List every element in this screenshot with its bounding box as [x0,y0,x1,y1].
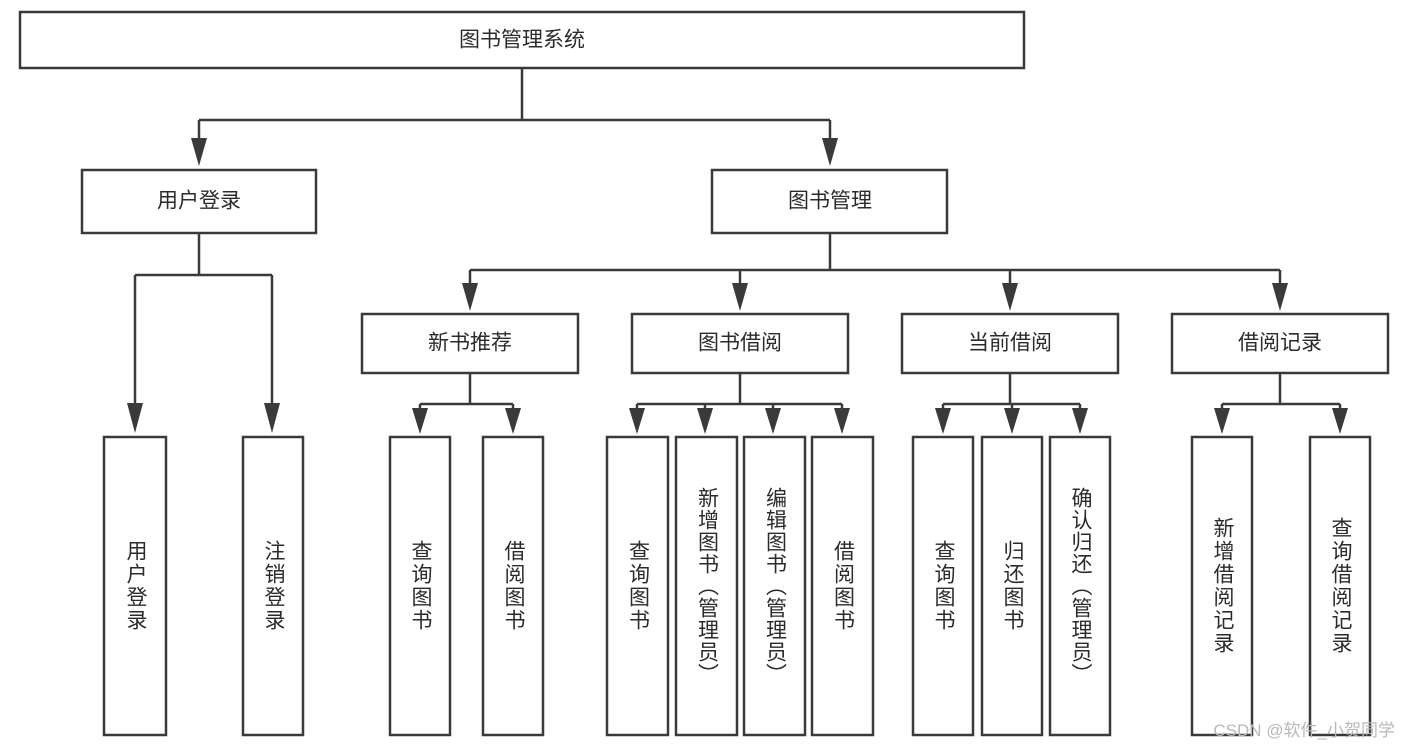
node-leaf-return-book-text-wrap: 归还图书 [1001,540,1024,632]
node-leaf-logout-login-label: 注销登录 [262,540,285,632]
node-leaf-query-book-1[interactable]: 查询图书 [388,435,452,737]
node-leaf-borrow-book-2-text-wrap: 借阅图书 [831,540,855,632]
arrowhead-book-management [822,138,838,166]
node-leaf-confirm-return[interactable]: 确认归还（管理员） [1048,435,1112,737]
node-leaf-borrow-book-1-label: 借阅图书 [502,540,525,632]
arrowhead-leaf-query-book-2 [629,408,645,434]
node-book-borrow[interactable]: 图书借阅 [630,312,850,375]
arrowhead-leaf-add-record [1214,408,1230,434]
node-leaf-add-book-label: 新增图书（管理员） [695,487,719,685]
node-leaf-edit-book-box[interactable] [742,435,807,737]
arrowhead-current-borrow [1002,283,1018,311]
node-new-book-recommend-label: 新书推荐 [428,332,512,355]
node-user-login-label: 用户登录 [157,190,241,213]
node-leaf-query-book-3-text-wrap: 查询图书 [932,540,955,632]
node-leaf-return-book-box[interactable] [980,435,1044,737]
node-leaf-logout-login-box[interactable] [241,435,305,737]
node-leaf-query-book-3-label: 查询图书 [932,540,955,632]
node-leaf-query-book-2-box[interactable] [605,435,670,737]
node-current-borrow-box[interactable] [900,312,1120,375]
node-leaf-add-book-text-wrap: 新增图书（管理员） [695,487,719,685]
node-leaf-add-book-box[interactable] [674,435,739,737]
node-leaf-edit-book[interactable]: 编辑图书（管理员） [742,435,807,737]
arrowhead-leaf-return-book [1004,408,1020,434]
node-borrow-record-label: 借阅记录 [1238,332,1322,355]
node-leaf-confirm-return-label: 确认归还（管理员） [1069,487,1092,685]
node-borrow-record[interactable]: 借阅记录 [1170,312,1390,375]
node-book-management-label: 图书管理 [788,190,872,213]
node-book-management-box[interactable] [710,168,949,235]
node-leaf-borrow-book-1-text-wrap: 借阅图书 [502,540,525,632]
node-user-login-box[interactable] [80,168,318,235]
node-leaf-query-book-1-box[interactable] [388,435,452,737]
node-leaf-return-book-label: 归还图书 [1001,540,1024,632]
node-leaf-query-book-2-text-wrap: 查询图书 [626,540,650,632]
node-leaf-return-book[interactable]: 归还图书 [980,435,1044,737]
arrowhead-leaf-add-book [697,408,713,434]
arrowhead-borrow-record [1272,283,1288,311]
node-leaf-borrow-book-1-box[interactable] [481,435,545,737]
node-root-label: 图书管理系统 [459,29,585,52]
node-leaf-borrow-book-2-label: 借阅图书 [831,540,855,632]
node-leaf-add-record[interactable]: 新增借阅记录 [1190,435,1254,737]
arrowhead-leaf-query-book-1 [412,408,428,434]
connector-layer [127,68,1348,434]
node-leaf-add-record-box[interactable] [1190,435,1254,737]
node-leaf-logout-login[interactable]: 注销登录 [241,435,305,737]
node-leaf-query-record-text-wrap: 查询借阅记录 [1329,517,1352,655]
arrowhead-book-borrow [732,283,748,311]
node-leaf-borrow-book-2[interactable]: 借阅图书 [810,435,875,737]
arrowhead-leaf-confirm-return [1072,408,1088,434]
node-leaf-add-record-text-wrap: 新增借阅记录 [1211,517,1234,655]
node-current-borrow[interactable]: 当前借阅 [900,312,1120,375]
node-leaf-confirm-return-box[interactable] [1048,435,1112,737]
node-book-borrow-box[interactable] [630,312,850,375]
node-leaf-edit-book-text-wrap: 编辑图书（管理员） [763,487,787,685]
node-book-borrow-label: 图书借阅 [698,332,782,355]
node-leaf-user-login-box[interactable] [102,435,168,737]
node-new-book-recommend[interactable]: 新书推荐 [360,312,580,375]
node-leaf-edit-book-label: 编辑图书（管理员） [763,487,787,685]
node-leaf-user-login[interactable]: 用户登录 [102,435,168,737]
node-current-borrow-label: 当前借阅 [968,332,1052,355]
node-user-login[interactable]: 用户登录 [80,168,318,235]
node-root-box[interactable] [18,10,1026,70]
node-leaf-query-book-3[interactable]: 查询图书 [911,435,975,737]
arrowhead-leaf-logout-login [264,403,280,433]
node-leaf-borrow-book-1[interactable]: 借阅图书 [481,435,545,737]
arrowhead-leaf-edit-book [765,408,781,434]
node-leaf-query-book-1-text-wrap: 查询图书 [409,540,432,632]
node-leaf-query-book-2[interactable]: 查询图书 [605,435,670,737]
arrowhead-leaf-borrow-book-1 [505,408,521,434]
node-leaf-query-record-box[interactable] [1308,435,1372,737]
node-leaf-add-book[interactable]: 新增图书（管理员） [674,435,739,737]
arrowhead-leaf-query-book-3 [935,408,951,434]
arrowhead-new-book-recommend [462,283,478,311]
node-leaf-query-book-2-label: 查询图书 [626,540,650,632]
node-leaf-add-record-label: 新增借阅记录 [1211,517,1234,655]
node-leaf-query-book-1-label: 查询图书 [409,540,432,632]
node-leaf-confirm-return-text-wrap: 确认归还（管理员） [1069,487,1092,685]
arrowhead-leaf-borrow-book-2 [834,408,850,434]
node-leaf-query-record-label: 查询借阅记录 [1329,517,1352,655]
node-new-book-recommend-box[interactable] [360,312,580,375]
node-leaf-user-login-label: 用户登录 [124,540,147,632]
node-leaf-borrow-book-2-box[interactable] [810,435,875,737]
node-leaf-user-login-text-wrap: 用户登录 [124,540,147,632]
node-leaf-query-book-3-box[interactable] [911,435,975,737]
node-leaf-logout-login-text-wrap: 注销登录 [262,540,285,632]
node-leaf-query-record[interactable]: 查询借阅记录 [1308,435,1372,737]
arrowhead-leaf-query-record [1332,408,1348,434]
arrowhead-user-login [191,138,207,166]
arrowhead-leaf-user-login [127,403,143,433]
node-root[interactable]: 图书管理系统 [18,10,1026,70]
node-book-management[interactable]: 图书管理 [710,168,949,235]
node-borrow-record-box[interactable] [1170,312,1390,375]
